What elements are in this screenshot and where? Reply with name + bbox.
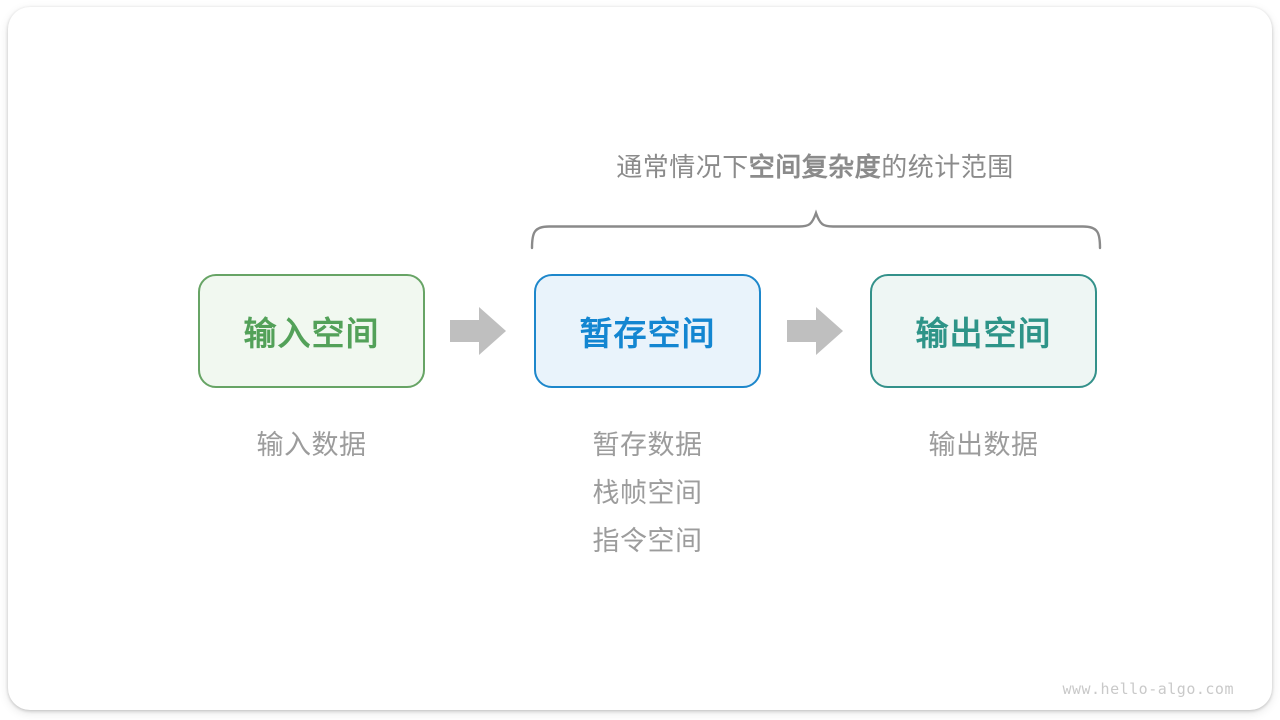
box-input-space: 输入空间 <box>198 274 425 388</box>
caption-buffer-data: 暂存数据 <box>592 430 703 460</box>
box-output-space-label: 输出空间 <box>915 315 1052 352</box>
box-buffer-space-label: 暂存空间 <box>579 315 716 352</box>
caption-output-data: 输出数据 <box>928 430 1039 460</box>
caption-input-data: 输入数据 <box>256 430 367 460</box>
diagram-card: 通常情况下空间复杂度的统计范围 输入空间 暂存空间 输出空间 输入数据 暂存数据… <box>8 7 1272 710</box>
title-suffix: 的统计范围 <box>881 152 1014 182</box>
arrow-right-icon <box>450 307 506 355</box>
scope-brace <box>530 209 1102 250</box>
title-bold-term: 空间复杂度 <box>748 152 882 182</box>
title-prefix: 通常情况下 <box>616 152 749 182</box>
box-output-space: 输出空间 <box>870 274 1097 388</box>
caption-instruction-space: 指令空间 <box>592 526 703 556</box>
caption-stack-frame-space: 栈帧空间 <box>592 478 703 508</box>
diagram-title: 通常情况下空间复杂度的统计范围 <box>528 152 1102 182</box>
site-watermark: www.hello-algo.com <box>1062 680 1234 698</box>
box-input-space-label: 输入空间 <box>243 315 380 352</box>
box-buffer-space: 暂存空间 <box>534 274 761 388</box>
arrow-right-icon <box>787 307 843 355</box>
